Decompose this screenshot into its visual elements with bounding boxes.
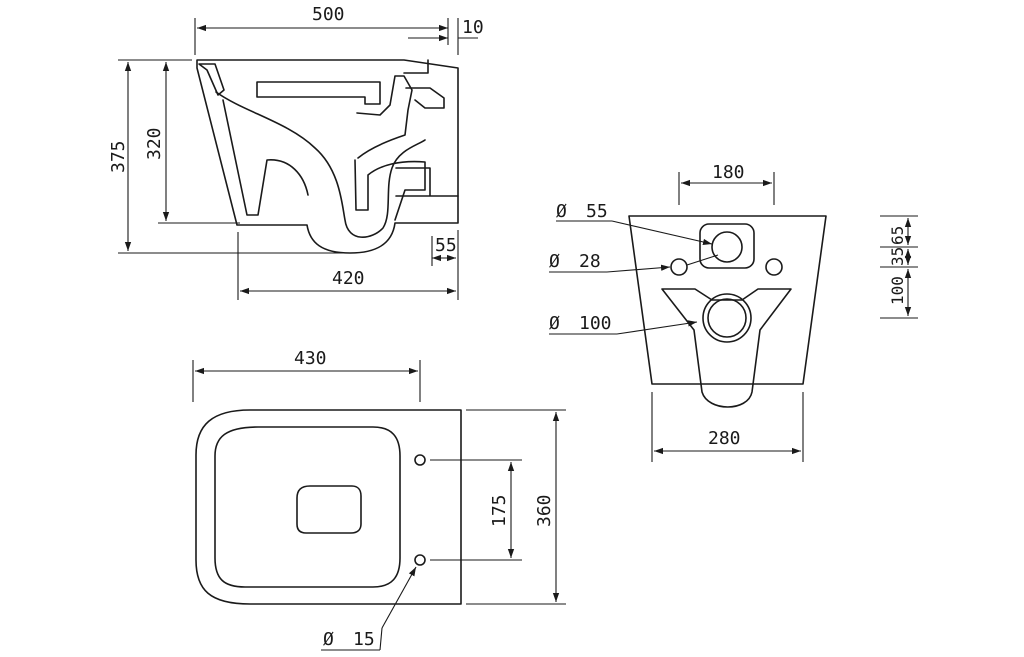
top-seat-hole-rear bbox=[414, 454, 426, 466]
dim-label-320: 320 bbox=[144, 127, 165, 160]
top-seat-hole-front bbox=[414, 554, 426, 566]
top-view-outline bbox=[195, 409, 462, 605]
side-view: 500 10 375 320 55 420 bbox=[108, 4, 484, 300]
dim-label-280: 280 bbox=[708, 428, 741, 449]
side-view-trap bbox=[356, 75, 413, 159]
leader-28 bbox=[606, 264, 671, 273]
side-view-bowl bbox=[215, 91, 426, 238]
leader-15-kink bbox=[379, 627, 383, 651]
side-view-bowl-inner bbox=[222, 99, 309, 216]
dim-label-360: 360 bbox=[534, 494, 555, 527]
rear-fixing-hole-left bbox=[670, 258, 688, 276]
dim-label-175: 175 bbox=[489, 494, 510, 527]
dim-label-55: 55 bbox=[435, 235, 457, 256]
leader-15 bbox=[381, 566, 417, 629]
dim-label-35: 35 bbox=[888, 247, 907, 266]
leader-28-extension bbox=[686, 254, 719, 266]
dia-label-15: 15 bbox=[353, 629, 375, 650]
dia-label-100: 100 bbox=[579, 313, 612, 334]
side-view-seat bbox=[256, 81, 381, 105]
dia-symbol-55: Ø bbox=[556, 201, 567, 222]
top-view-bowl bbox=[214, 426, 401, 588]
dim-label-500: 500 bbox=[312, 4, 345, 25]
rear-outlet-hole-outer bbox=[702, 293, 752, 343]
rear-inlet-hole bbox=[711, 231, 743, 263]
side-view-outline bbox=[196, 59, 459, 254]
rear-outlet-hole-inner bbox=[707, 298, 747, 338]
dim-label-100: 100 bbox=[888, 276, 907, 305]
dim-label-375: 375 bbox=[108, 140, 129, 173]
dia-symbol-15: Ø bbox=[323, 629, 334, 650]
top-view-outlet bbox=[296, 485, 362, 534]
dim-label-420: 420 bbox=[332, 268, 365, 289]
rear-view: 180 Ø 55 Ø 28 Ø 100 280 65 35 100 bbox=[549, 162, 918, 462]
dia-label-28: 28 bbox=[579, 251, 601, 272]
leader-55 bbox=[611, 220, 713, 246]
top-view: 430 360 175 Ø 15 bbox=[192, 348, 566, 651]
dim-label-10: 10 bbox=[462, 17, 484, 38]
dia-symbol-28: Ø bbox=[549, 251, 560, 272]
dia-symbol-100: Ø bbox=[549, 313, 560, 334]
rear-view-outline bbox=[628, 215, 827, 385]
side-view-outlet bbox=[395, 167, 459, 197]
dia-label-55: 55 bbox=[586, 201, 608, 222]
dim-label-180: 180 bbox=[712, 162, 745, 183]
side-view-inlet bbox=[403, 59, 445, 109]
dim-label-430: 430 bbox=[294, 348, 327, 369]
rear-bracket bbox=[661, 288, 792, 408]
dim-label-65: 65 bbox=[888, 226, 907, 245]
rear-inlet-frame bbox=[699, 223, 755, 269]
rear-fixing-hole-right bbox=[765, 258, 783, 276]
side-view-trap-2 bbox=[354, 159, 426, 221]
side-view-rim bbox=[198, 63, 225, 96]
leader-100 bbox=[616, 320, 698, 335]
